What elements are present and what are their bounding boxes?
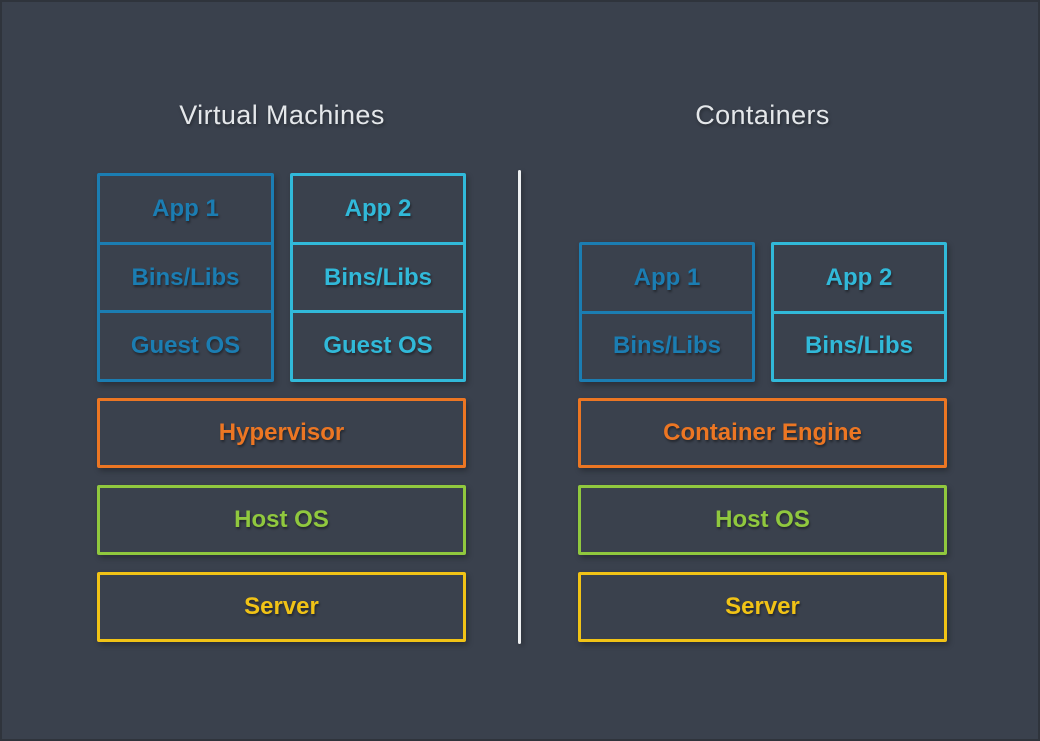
container-server-layer: Server (578, 572, 947, 642)
vm-column-title: Virtual Machines (179, 100, 385, 130)
container-stack-app2: App 2 Bins/Libs (771, 242, 947, 382)
vm-app1-cell: App 1 (152, 194, 219, 222)
container-binslibs2-cell: Bins/Libs (774, 310, 944, 380)
vm-stack-app2: App 2 Bins/Libs Guest OS (290, 173, 466, 382)
vm-binslibs2-cell: Bins/Libs (293, 241, 463, 311)
vm-stack-app1: App 1 Bins/Libs Guest OS (97, 173, 274, 382)
containers-column-title: Containers (695, 100, 830, 130)
container-app1-cell: App 1 (633, 263, 701, 291)
vm-guestos2-cell: Guest OS (293, 310, 463, 379)
container-app2-cell: App 2 (825, 263, 893, 291)
vm-server-layer: Server (97, 572, 466, 642)
container-host-os-layer: Host OS (578, 485, 947, 555)
container-engine-layer: Container Engine (578, 398, 947, 468)
vm-host-os-layer: Host OS (97, 485, 466, 555)
vm-guestos1-cell: Guest OS (100, 310, 271, 379)
container-binslibs1-cell: Bins/Libs (582, 310, 752, 380)
container-stack-app1: App 1 Bins/Libs (579, 242, 755, 382)
hypervisor-layer: Hypervisor (97, 398, 466, 468)
vm-binslibs1-cell: Bins/Libs (100, 241, 271, 311)
divider-line (518, 170, 521, 644)
vm-app2-cell: App 2 (344, 194, 412, 222)
